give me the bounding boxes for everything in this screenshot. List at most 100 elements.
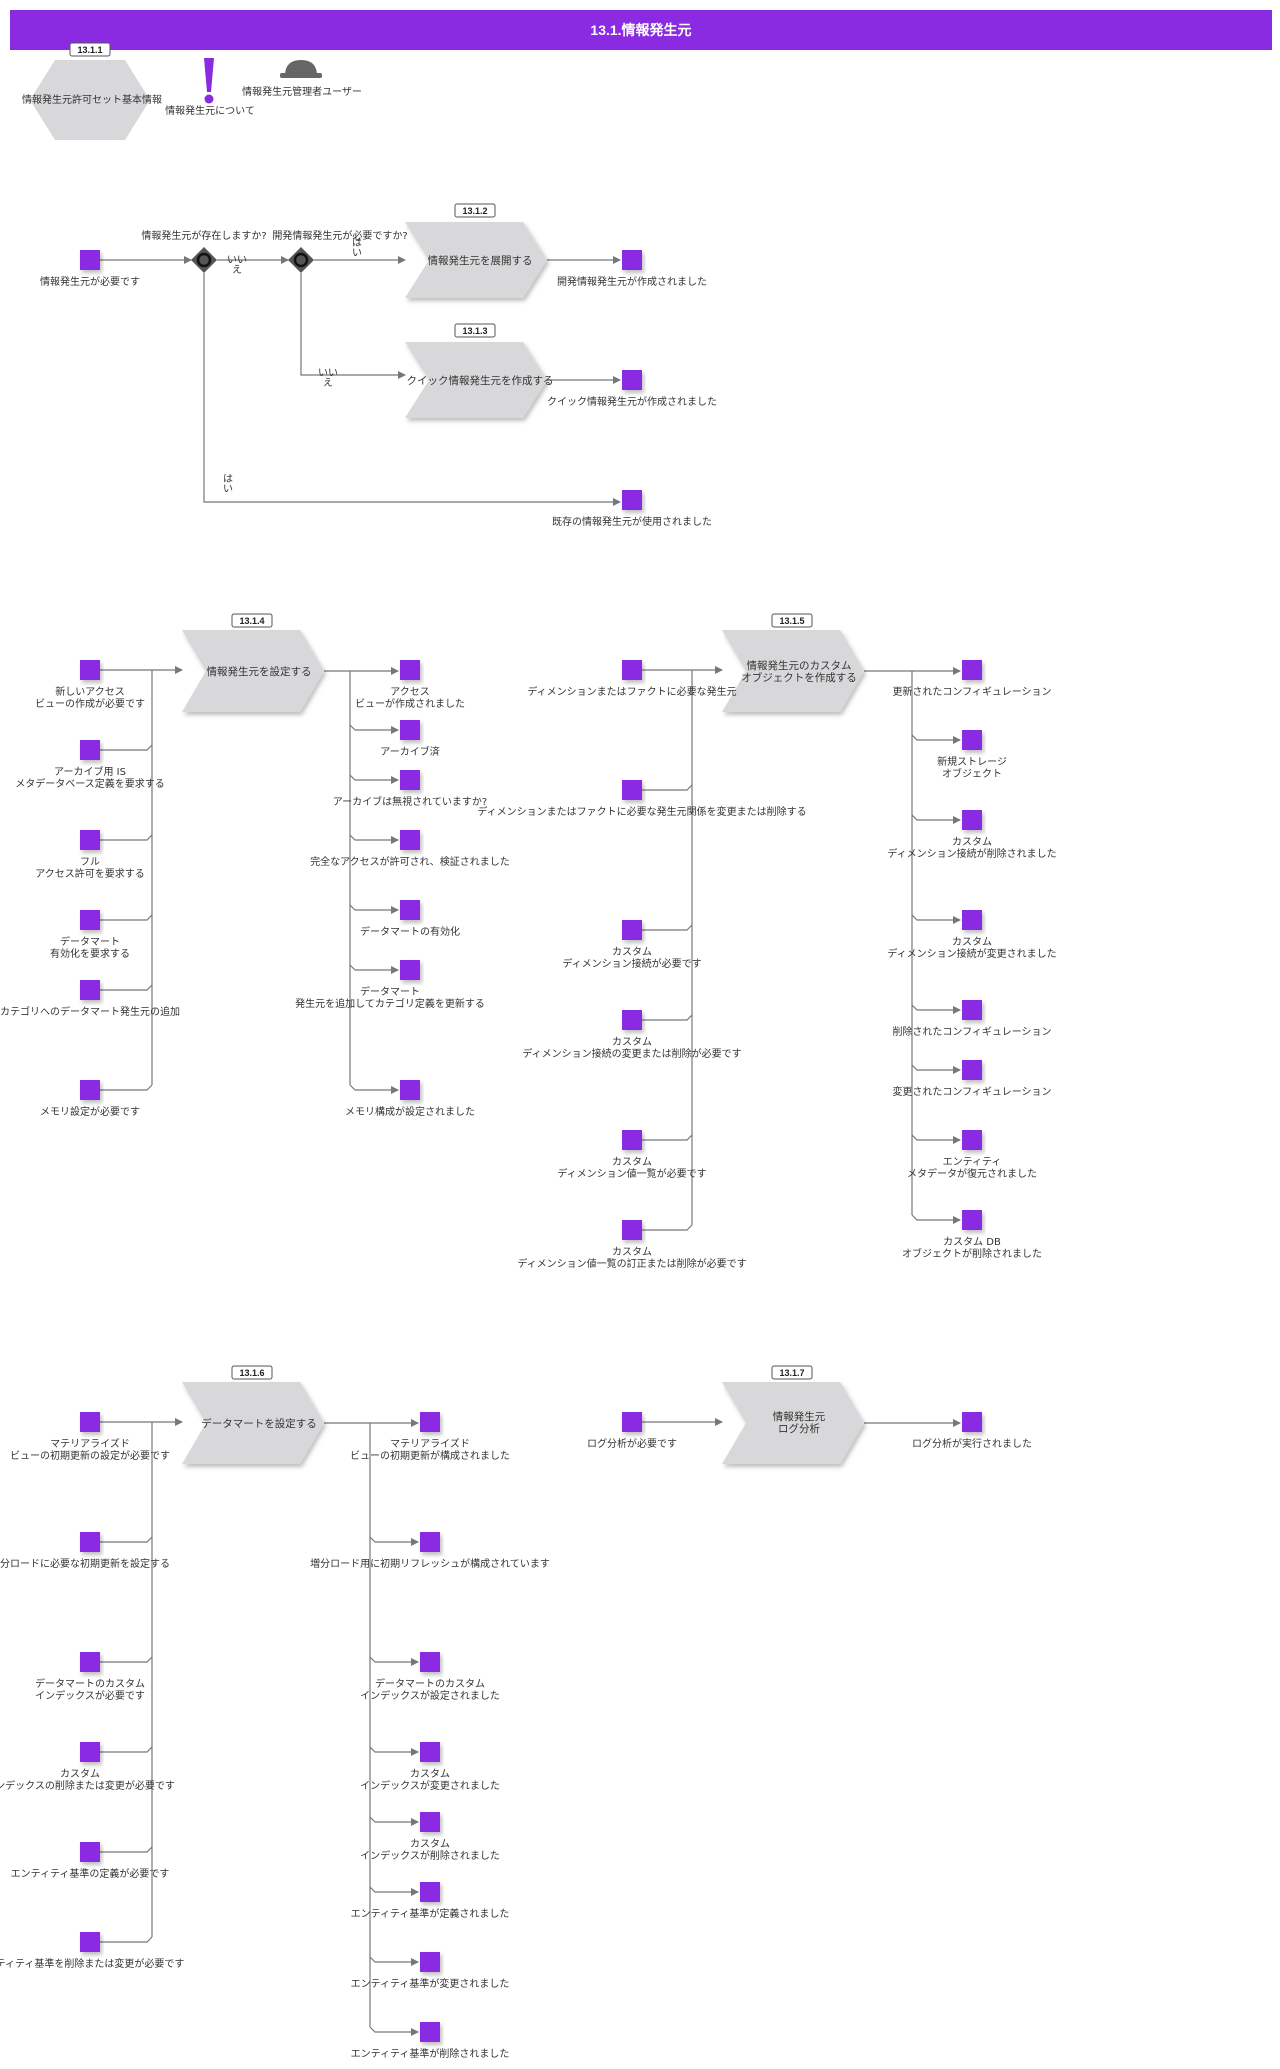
flow7-input-event[interactable] [622,1412,642,1432]
flow5-input-event-4[interactable] [622,1130,642,1150]
flow5-input-event-5[interactable] [622,1220,642,1240]
flow1-out3-event[interactable] [622,490,642,510]
flow1-no-label-2: いいえ [318,368,338,389]
flow6-line-output-2 [369,1656,419,1666]
flow1-process2[interactable] [405,342,547,418]
flow4-output-label-0: アクセスビューが作成されました [355,686,465,710]
flow5-line-output-3 [911,914,961,924]
legend-hex-tag-text: 13.1.1 [77,45,102,55]
flow4-input-label-5: メモリ設定が必要です [40,1105,140,1118]
flow6-output-event-2[interactable] [420,1652,440,1672]
flow6-input-event-1[interactable] [80,1532,100,1552]
flow6-output-event-3[interactable] [420,1742,440,1762]
flow7-tag [771,1365,813,1380]
flow4-output-event-1[interactable] [400,720,420,740]
flow5-tag-text: 13.1.5 [779,616,804,626]
flow5-input-event-1[interactable] [622,780,642,800]
flow1-gateway-dev[interactable] [288,247,314,273]
legend-hexagon[interactable] [30,60,150,140]
flow5-output-event-4[interactable] [962,1000,982,1020]
flow6-output-event-5[interactable] [420,1882,440,1902]
flow1-start-event[interactable] [80,250,100,270]
flow4-output-event-2[interactable] [400,770,420,790]
flow6-input-label-4: エンティティ基準の定義が必要です [11,1867,170,1880]
flow4-line-output-1 [349,724,399,734]
flow4-input-event-5[interactable] [80,1080,100,1100]
flow7-output-label: ログ分析が実行されました [912,1437,1032,1450]
flow4-process[interactable] [182,630,324,712]
flow5-input-event-2[interactable] [622,920,642,940]
flow6-output-event-4[interactable] [420,1812,440,1832]
flow1-process2-label: クイック情報発生元を作成する [407,374,554,387]
flow5-input-label-5: カスタムディメンション値一覧の訂正または削除が必要です [517,1246,746,1270]
flow6-tag-text: 13.1.6 [239,1368,264,1378]
flow6-input-label-3: カスタムインデックスの削除または変更が必要です [0,1768,175,1792]
flow6-output-event-7[interactable] [420,2022,440,2042]
flow7-process[interactable] [722,1382,864,1464]
flow6-output-event-6[interactable] [420,1952,440,1972]
flow5-output-event-5[interactable] [962,1060,982,1080]
flow1-gateway-exists[interactable] [191,247,217,273]
flow6-line-input-3 [100,1746,153,1753]
flow6-line-input-1 [100,1536,153,1543]
flow1-process1[interactable] [405,222,547,298]
flow7-output-event[interactable] [962,1412,982,1432]
flow5-output-event-7[interactable] [962,1210,982,1230]
flow6-line-input-5 [100,1936,153,1943]
flow5-line-output-6 [911,1134,961,1144]
flow4-input-event-4[interactable] [80,980,100,1000]
flow5-output-event-3[interactable] [962,910,982,930]
flow6-input-event-0[interactable] [80,1412,100,1432]
flow6-line-output-4 [369,1816,419,1826]
flow6-output-event-1[interactable] [420,1532,440,1552]
flow6-line-input-4 [100,1846,153,1853]
flow4-output-event-3[interactable] [400,830,420,850]
flow6-input-event-2[interactable] [80,1652,100,1672]
flow5-output-event-6[interactable] [962,1130,982,1150]
flow4-input-label-0: 新しいアクセスビューの作成が必要です [35,685,145,710]
flow4-output-event-4[interactable] [400,900,420,920]
page-title: 13.1.情報発生元 [590,22,692,38]
flow6-line-input-2 [100,1656,153,1663]
flow5-output-label-0: 更新されたコンフィギュレーション [892,685,1051,698]
flow5-line-input-1 [642,784,693,791]
flow6-tag [231,1365,273,1380]
flow6-output-label-2: データマートのカスタムインデックスが設定されました [360,1677,500,1702]
flow4-output-event-0[interactable] [400,660,420,680]
flow4-output-event-6[interactable] [400,1080,420,1100]
flow6-output-event-0[interactable] [420,1412,440,1432]
flow5-input-label-4: カスタムディメンション値一覧が必要です [557,1156,706,1180]
flow5-output-event-2[interactable] [962,810,982,830]
flow1-process2-tag-text: 13.1.3 [462,326,487,336]
flow4-output-event-5[interactable] [400,960,420,980]
flow5-line-output-7 [911,1214,961,1224]
flow5-line-input-2 [642,924,693,931]
flow6-line-output-6 [369,1956,419,1966]
flow1-out3-label: 既存の情報発生元が使用されました [552,515,712,528]
flow1-gateway-exists-label: 情報発生元が存在しますか? [141,229,266,242]
flow4-input-event-3[interactable] [80,910,100,930]
flow6-input-event-4[interactable] [80,1842,100,1862]
flow5-input-event-0[interactable] [622,660,642,680]
flow5-input-label-1: ディメンションまたはファクトに必要な発生元関係を変更または削除する [477,805,806,818]
flow5-output-event-1[interactable] [962,730,982,750]
flow5-process[interactable] [722,630,864,712]
flow4-input-event-0[interactable] [80,660,100,680]
flow6-input-event-3[interactable] [80,1742,100,1762]
flow7-input-label: ログ分析が必要です [587,1437,677,1450]
flow6-input-label-0: マテリアライズドビューの初期更新の設定が必要です [10,1437,170,1462]
flow1-out1-event[interactable] [622,250,642,270]
flow5-input-event-3[interactable] [622,1010,642,1030]
flow4-input-event-2[interactable] [80,830,100,850]
flow6-process[interactable] [182,1382,324,1464]
flow1-out2-event[interactable] [622,370,642,390]
flow4-line-input-4 [100,984,153,991]
flow4-input-event-1[interactable] [80,740,100,760]
flow5-output-event-0[interactable] [962,660,982,680]
legend-hex-tag [69,42,111,57]
flow4-input-label-4: ハッシュカテゴリへのデータマート発生元の追加 [0,1005,180,1018]
flow6-input-label-1: 増分ロードに必要な初期更新を設定する [0,1557,170,1570]
flow6-input-event-5[interactable] [80,1932,100,1952]
